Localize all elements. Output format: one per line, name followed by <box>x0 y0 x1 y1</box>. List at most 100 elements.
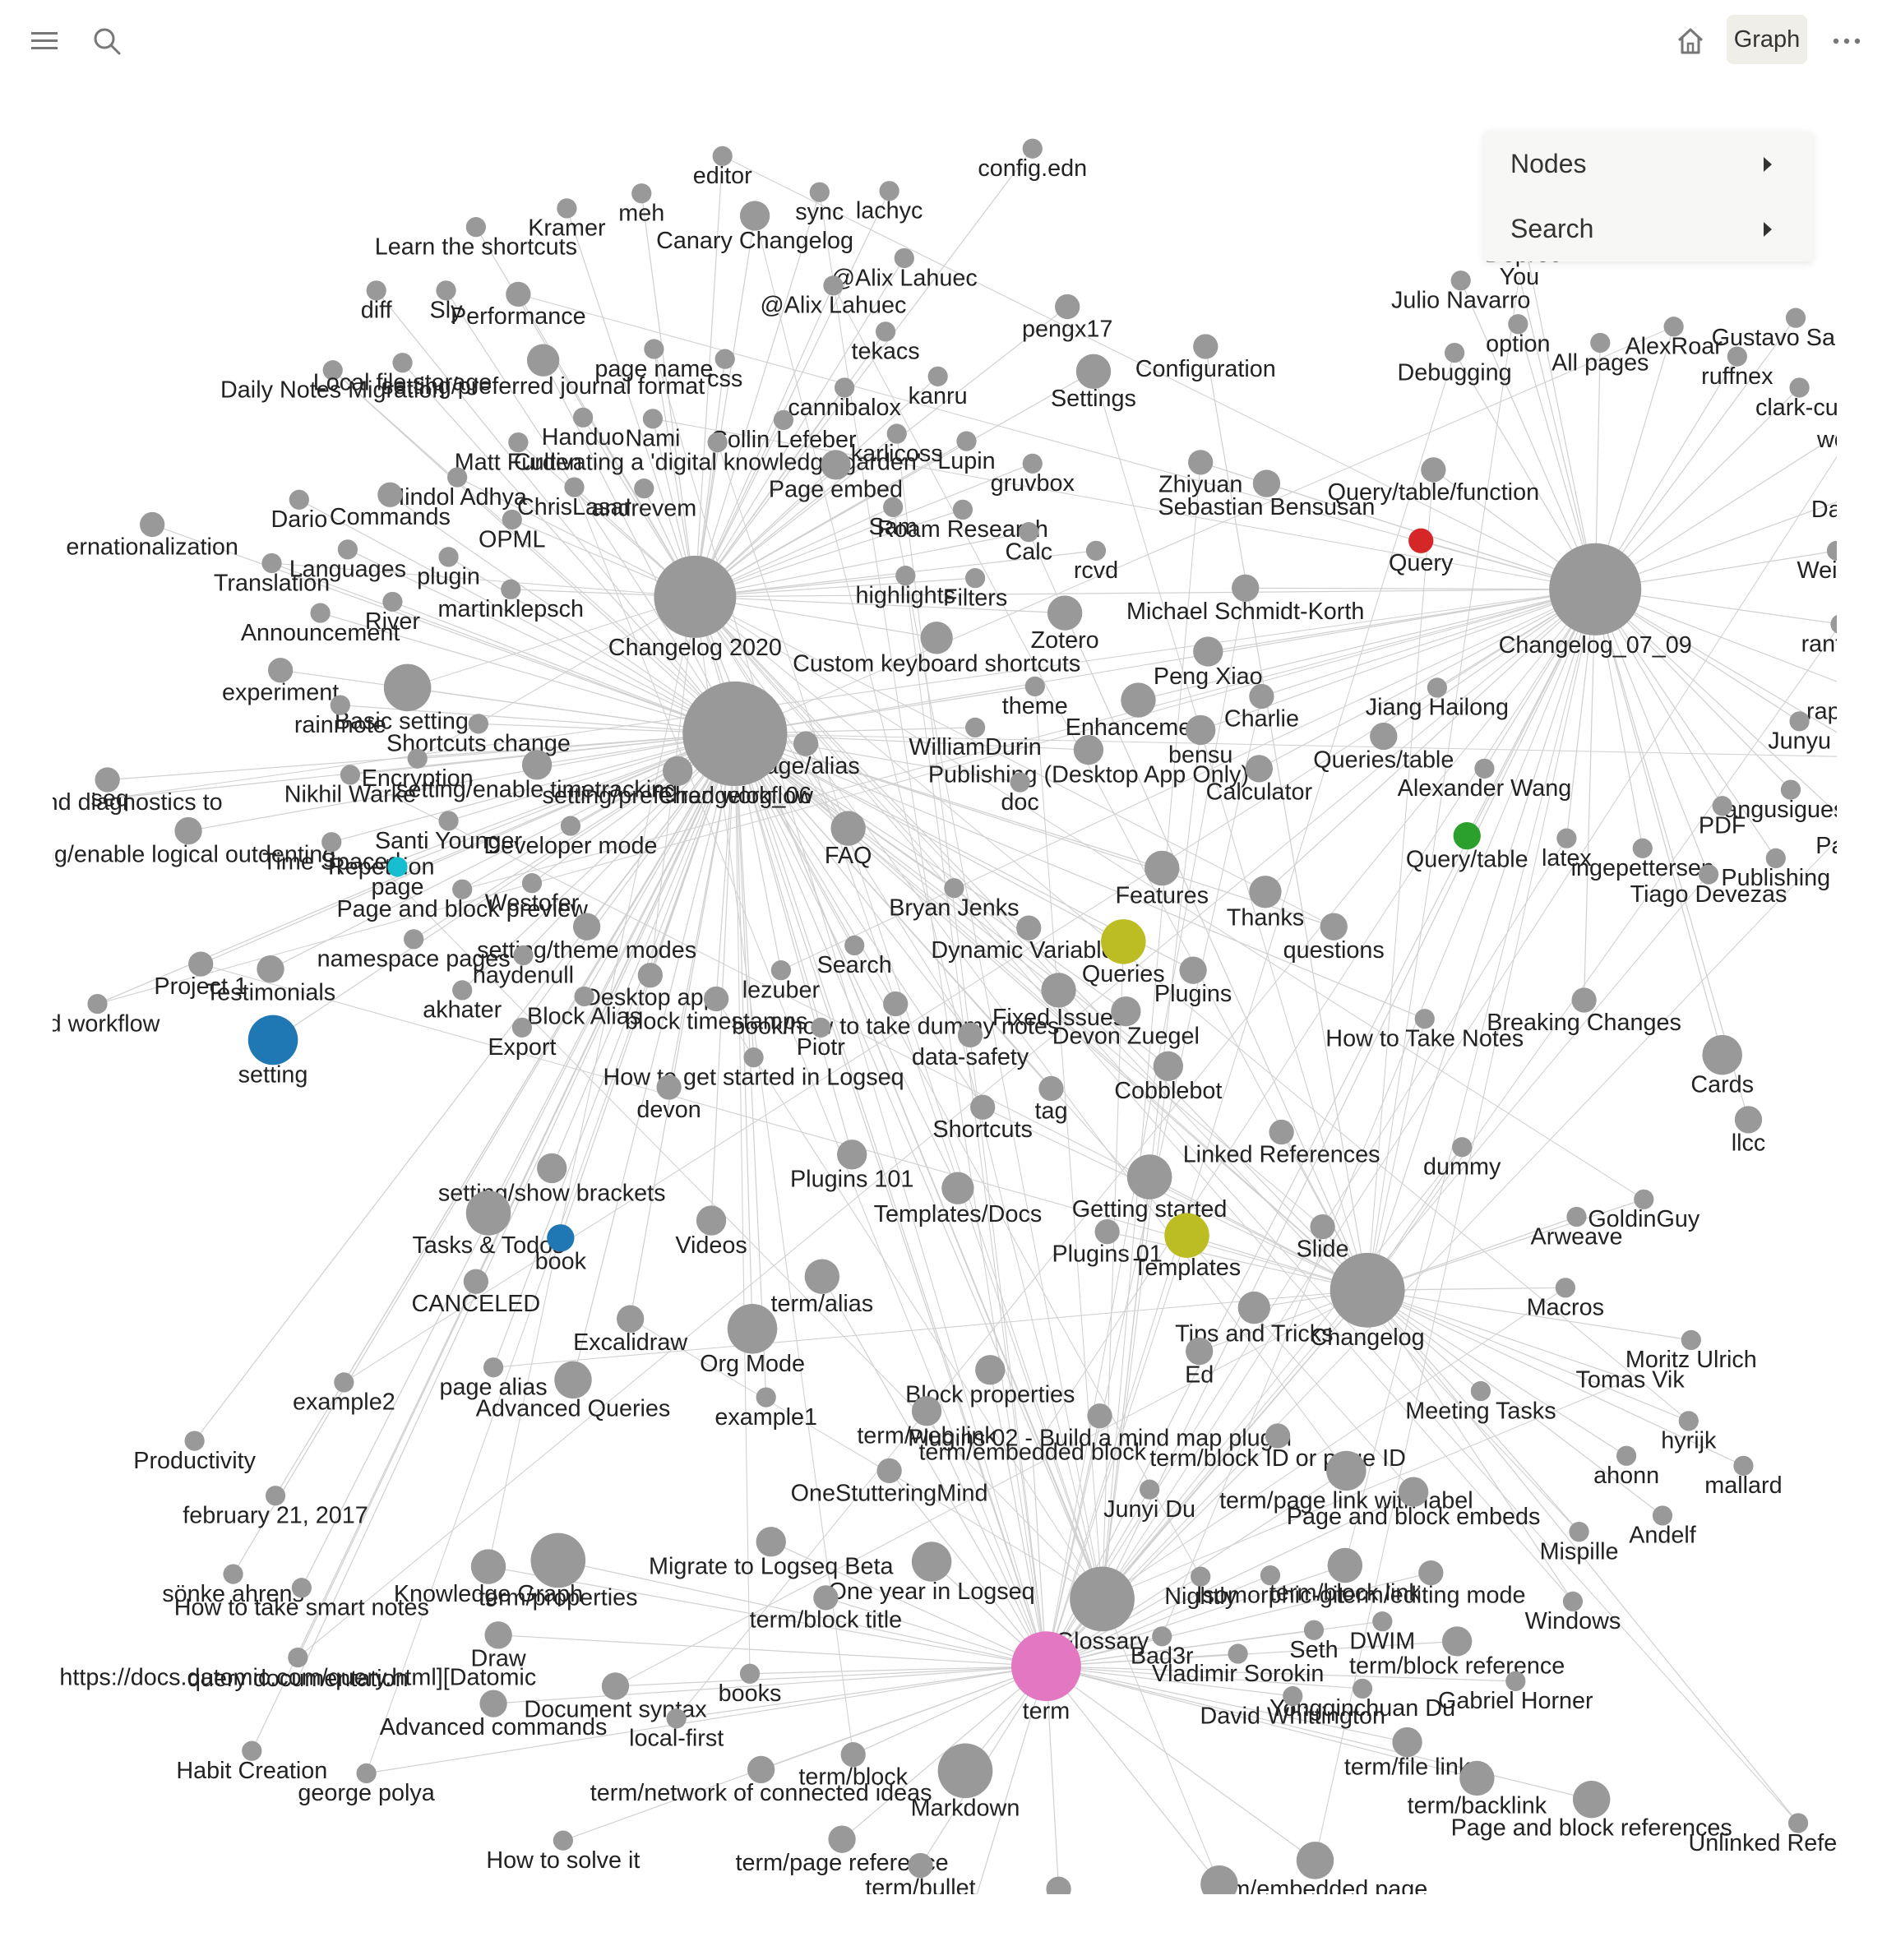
node-circle[interactable] <box>1826 540 1837 561</box>
graph-node[interactable]: Arweave <box>1531 1206 1623 1250</box>
graph-node[interactable]: Bryan Jenks <box>889 878 1019 922</box>
graph-node[interactable]: FAQ <box>825 811 872 869</box>
node-circle[interactable] <box>1765 848 1786 868</box>
node-circle[interactable] <box>508 432 529 453</box>
graph-node[interactable]: Basic settings <box>335 663 480 735</box>
graph-node[interactable]: Page embed <box>769 450 903 503</box>
node-circle[interactable] <box>484 1621 512 1649</box>
graph-node[interactable]: DWIM <box>1349 1611 1415 1654</box>
graph-node[interactable]: Features <box>1115 850 1209 909</box>
graph-node[interactable]: Santi Younger <box>375 811 523 854</box>
graph-node[interactable]: config.edn <box>978 138 1087 182</box>
node-circle[interactable] <box>1414 1009 1435 1029</box>
node-circle[interactable] <box>468 714 489 734</box>
node-circle[interactable] <box>521 750 553 780</box>
graph-node[interactable]: Seth <box>1289 1620 1339 1663</box>
node-circle[interactable] <box>247 1015 298 1066</box>
node-circle[interactable] <box>557 198 577 219</box>
node-circle[interactable] <box>1474 758 1495 779</box>
graph-node[interactable]: Moritz Ulrich <box>1625 1329 1757 1373</box>
graph-node[interactable]: Alexander Wang <box>1398 758 1572 802</box>
node-circle[interactable] <box>291 1578 312 1598</box>
graph-node[interactable]: Windows <box>1525 1591 1621 1634</box>
node-circle[interactable] <box>666 1708 687 1729</box>
node-circle[interactable] <box>174 816 202 845</box>
node-circle[interactable] <box>830 811 866 846</box>
graph-node[interactable]: Handuo <box>542 407 625 451</box>
graph-node[interactable]: book/how to take dummy notes <box>732 991 1059 1039</box>
node-circle[interactable] <box>465 217 486 238</box>
node-circle[interactable] <box>1046 1876 1071 1894</box>
node-circle[interactable] <box>337 539 358 560</box>
graph-node[interactable]: Vladimir Sorokin <box>1152 1643 1324 1687</box>
graph-node[interactable]: Markdown <box>911 1743 1020 1822</box>
graph-node[interactable]: term/embedded block <box>918 1439 1146 1465</box>
graph-node[interactable]: books <box>719 1663 782 1707</box>
graph-node[interactable]: Time Spaced <box>262 832 400 876</box>
node-circle[interactable] <box>1566 1206 1587 1227</box>
node-circle[interactable] <box>707 432 728 453</box>
node-circle[interactable] <box>1126 1154 1172 1200</box>
graph-node[interactable]: ruffnex <box>1701 346 1773 390</box>
graph-node[interactable]: seq <box>90 785 128 811</box>
graph-node[interactable]: Draw <box>471 1621 526 1672</box>
graph-node[interactable]: Canary Changelog <box>656 201 853 254</box>
node-circle[interactable] <box>1562 1591 1584 1612</box>
node-circle[interactable] <box>1193 636 1223 667</box>
graph-node[interactable]: Repetition <box>328 854 435 881</box>
node-circle[interactable] <box>1421 457 1446 483</box>
graph-node[interactable]: Configuration <box>1135 334 1276 382</box>
graph-node[interactable]: How to take smart notes <box>174 1578 429 1621</box>
graph-node[interactable]: Westofer <box>485 873 580 916</box>
node-circle[interactable] <box>1085 540 1107 561</box>
node-circle[interactable] <box>1681 1329 1701 1351</box>
graph-node[interactable]: Macros <box>1527 1278 1604 1321</box>
graph-node[interactable]: tag <box>1034 1075 1067 1124</box>
graph-node[interactable]: Project 1 <box>154 951 247 1000</box>
node-circle[interactable] <box>1038 1075 1064 1102</box>
graph-node[interactable]: How to get started in Logseq <box>603 1047 904 1090</box>
node-circle[interactable] <box>1572 1780 1611 1819</box>
node-circle[interactable] <box>1232 574 1260 602</box>
graph-node[interactable]: devon <box>636 1075 701 1123</box>
graph-node[interactable]: Tasks & Todos <box>413 1190 565 1259</box>
graph-node[interactable]: GoldinGuy <box>1588 1189 1700 1232</box>
node-circle[interactable] <box>330 695 350 715</box>
node-circle[interactable] <box>265 1486 286 1506</box>
graph-node[interactable]: term/page link with label <box>1219 1450 1473 1514</box>
node-circle[interactable] <box>941 1172 974 1204</box>
search-icon[interactable] <box>82 16 132 66</box>
node-circle[interactable] <box>1153 1051 1183 1081</box>
node-circle[interactable] <box>479 1690 507 1717</box>
graph-node[interactable]: Dario <box>271 489 327 533</box>
node-circle[interactable] <box>574 986 594 1007</box>
graph-node[interactable]: sönke ahrens <box>162 1564 304 1607</box>
graph-node[interactable]: Nikhil Warke <box>284 765 416 808</box>
node-circle[interactable] <box>356 1763 377 1784</box>
graph-node[interactable]: highlights <box>856 566 956 608</box>
node-circle[interactable] <box>1370 722 1398 751</box>
graph-node[interactable]: ata and diagnostics to <box>53 767 223 816</box>
graph-node[interactable]: ingepettersen <box>1571 838 1714 881</box>
graph-node[interactable]: Changelog <box>1311 1252 1425 1351</box>
node-circle[interactable] <box>1702 1034 1742 1075</box>
graph-node[interactable]: Calc <box>1005 522 1052 565</box>
node-circle[interactable] <box>1164 1213 1209 1258</box>
node-circle[interactable] <box>1785 307 1806 328</box>
node-circle[interactable] <box>911 1542 952 1582</box>
graph-node[interactable]: term/web link <box>857 1396 997 1449</box>
node-circle[interactable] <box>975 1355 1006 1385</box>
graph-node[interactable]: Changelog_06 <box>658 681 812 809</box>
node-circle[interactable] <box>1179 956 1207 984</box>
node-circle[interactable] <box>438 811 459 831</box>
node-circle[interactable] <box>1320 913 1348 941</box>
node-circle[interactable] <box>1041 973 1076 1008</box>
node-circle[interactable] <box>1121 682 1156 718</box>
graph-node[interactable]: Announcement <box>241 603 400 646</box>
node-circle[interactable] <box>1408 528 1434 553</box>
node-circle[interactable] <box>1549 543 1642 636</box>
graph-node[interactable]: experiment <box>222 658 339 706</box>
graph-node[interactable]: WilliamDurin <box>909 717 1042 760</box>
graph-node[interactable]: Nightly <box>1164 1566 1237 1610</box>
node-circle[interactable] <box>911 1396 942 1426</box>
